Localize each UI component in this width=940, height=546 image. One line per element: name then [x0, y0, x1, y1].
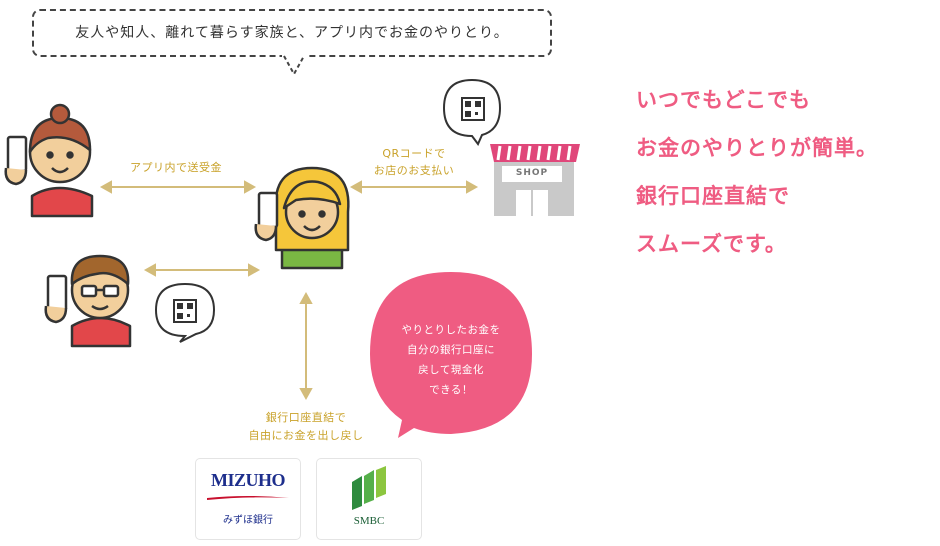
headline: いつでもどこでも お金のやりとりが簡単。 銀行口座直結で スムーズです。 [636, 76, 878, 268]
man-with-phone-icon [44, 254, 132, 348]
qr-code-icon [442, 78, 502, 146]
smbc-logo [352, 466, 386, 510]
shop-sign: SHOP [515, 168, 549, 178]
mizuho-bank-name: みずほ銀行 [223, 515, 273, 526]
pink-bubble-text: やりとりしたお金を 自分の銀行口座に 戻して現金化 できる！ [376, 320, 526, 400]
smbc-name: SMBC [353, 515, 385, 527]
friend-arrow [143, 263, 261, 277]
headline-line: 銀行口座直結で [636, 184, 790, 208]
speech-bubble-tail [282, 55, 306, 77]
pink-speech-bubble [370, 272, 532, 438]
qr-code-icon [154, 282, 216, 343]
pink-bubble-line: できる！ [429, 384, 473, 396]
girl-with-phone-icon [254, 166, 350, 270]
qr-label-line1: QRコードで [382, 147, 446, 160]
mizuho-logo-swoosh [207, 496, 289, 500]
pink-bubble-line: やりとりしたお金を [401, 324, 501, 336]
bank-label-line2: 自由にお金を出し戻し [248, 429, 364, 442]
flow-diagram [4, 78, 580, 438]
pink-bubble-line: 戻して現金化 [418, 364, 484, 376]
send-label: アプリ内で送受金 [130, 161, 222, 174]
pink-bubble-line: 自分の銀行口座に [407, 344, 495, 356]
headline-line: いつでもどこでも [636, 88, 811, 112]
bank-arrow [299, 291, 313, 401]
send-arrow [99, 180, 257, 194]
mizuho-logo: MIZUHO [210, 470, 286, 490]
top-bubble-text: 友人や知人、離れて暮らす家族と、アプリ内でお金のやりとり。 [75, 25, 509, 41]
bank-label-line1: 銀行口座直結で [265, 411, 347, 424]
headline-line: お金のやりとりが簡単。 [636, 136, 878, 160]
headline-line: スムーズです。 [636, 232, 787, 256]
qr-label-line2: お店のお支払い [373, 164, 455, 177]
woman-with-phone-icon [4, 103, 94, 218]
shop-icon [490, 144, 580, 216]
shop-arrow [349, 180, 479, 194]
